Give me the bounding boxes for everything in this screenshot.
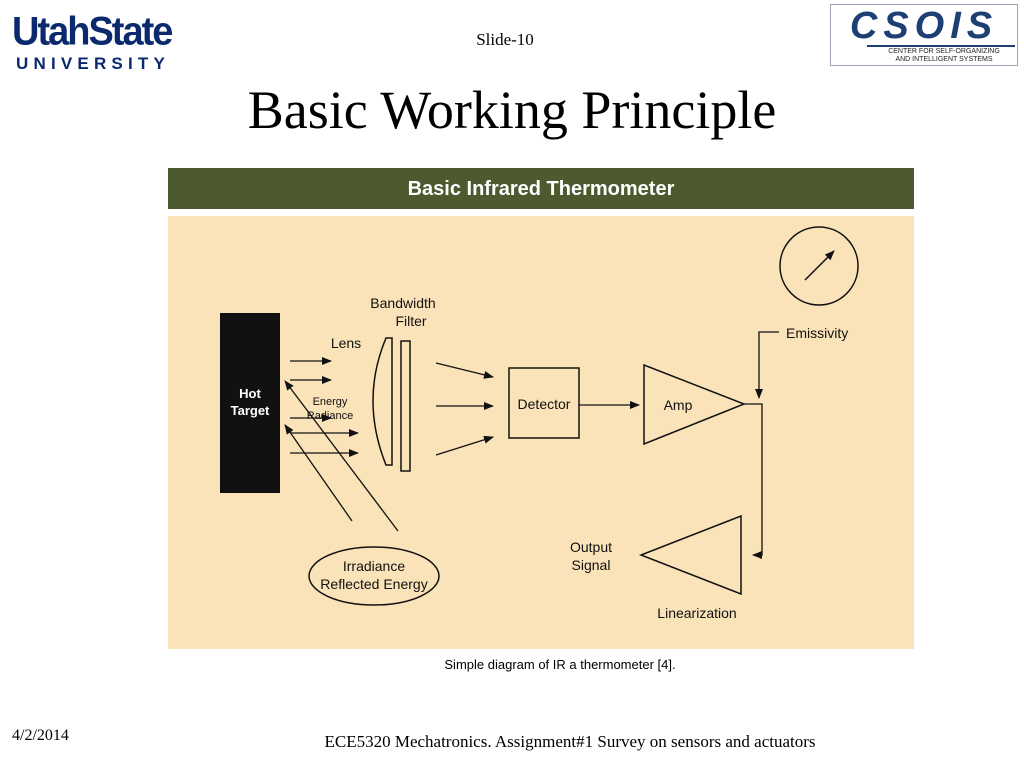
csois-subtitle-line1: CENTER FOR SELF-ORGANIZING xyxy=(888,48,1000,55)
hot-target-label-line2: Target xyxy=(231,403,270,418)
output-signal-label-line2: Signal xyxy=(572,557,611,573)
csois-wordmark: CSOIS xyxy=(849,5,999,47)
csois-logo-rule xyxy=(867,45,1015,47)
detector-label: Detector xyxy=(518,396,571,412)
footer-date: 4/2/2014 xyxy=(12,727,69,744)
ir-thermometer-diagram: Basic Infrared Thermometer Hot Target En… xyxy=(168,168,914,649)
amp-label: Amp xyxy=(664,397,693,413)
hot-target-label-line1: Hot xyxy=(239,386,261,401)
filtered-ray-arrow xyxy=(435,362,494,379)
banner-separator xyxy=(168,209,914,216)
reflected-energy-label: Reflected Energy xyxy=(320,576,427,592)
csois-logo: CSOIS CENTER FOR SELF-ORGANIZING AND INT… xyxy=(830,4,1018,66)
emissivity-dial xyxy=(779,226,859,306)
irradiance-ellipse xyxy=(308,546,440,606)
irradiance-label: Irradiance xyxy=(343,558,405,574)
utah-state-logo: UtahState UNIVERSITY xyxy=(12,10,202,74)
lens-label: Lens xyxy=(331,335,361,351)
bandwidth-filter-label-line1: Bandwidth xyxy=(370,295,435,311)
slide-number: Slide-10 xyxy=(476,30,534,49)
dial-needle-arrow xyxy=(804,250,835,281)
footer-course-text: ECE5320 Mechatronics. Assignment#1 Surve… xyxy=(324,732,816,751)
radiance-label: Radiance xyxy=(307,410,353,422)
csois-subtitle-line2: AND INTELLIGENT SYSTEMS xyxy=(895,56,993,63)
amp-output-line xyxy=(744,403,763,559)
diagram-banner-title: Basic Infrared Thermometer xyxy=(408,178,675,200)
reflected-energy-arrow xyxy=(284,424,353,522)
energy-label: Energy xyxy=(313,396,348,408)
bandwidth-filter-label-line2: Filter xyxy=(395,313,426,329)
utah-state-wordmark: UtahState xyxy=(12,9,173,55)
emissivity-label: Emissivity xyxy=(786,325,848,341)
figure-caption: Simple diagram of IR a thermometer [4]. xyxy=(444,657,676,672)
reflected-energy-arrow xyxy=(284,380,399,532)
linearization-label: Linearization xyxy=(657,605,736,621)
detector-box xyxy=(508,367,580,439)
diagram-background xyxy=(168,168,914,649)
slide-title: Basic Working Principle xyxy=(247,80,777,140)
output-signal-label-line1: Output xyxy=(570,539,612,555)
university-wordmark: UNIVERSITY xyxy=(16,54,171,73)
hot-target-block xyxy=(220,313,280,493)
emissivity-arrow xyxy=(755,331,779,399)
filtered-ray-arrow xyxy=(435,435,494,456)
bandwidth-filter-plate xyxy=(400,340,411,472)
lens-shape xyxy=(372,337,393,466)
diagram-banner xyxy=(168,168,914,209)
linearization-triangle xyxy=(638,514,742,596)
amp-triangle xyxy=(643,363,747,446)
